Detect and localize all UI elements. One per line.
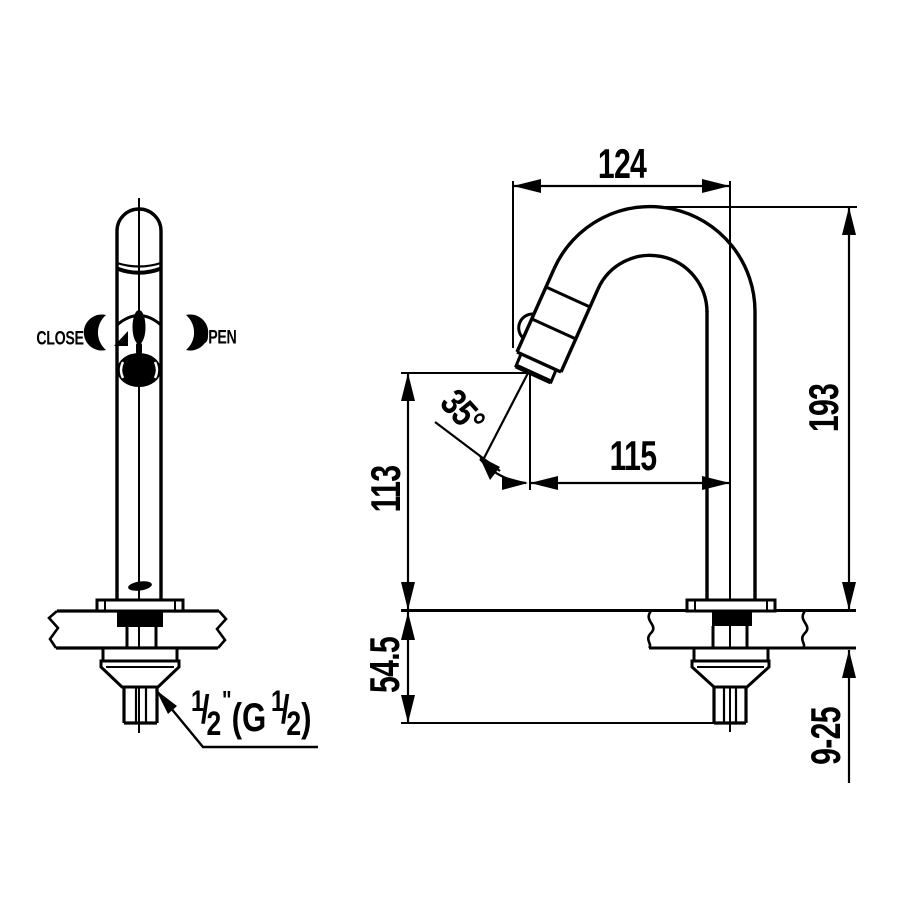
arrowhead bbox=[401, 612, 415, 640]
thread-denominator-2: 2 bbox=[286, 705, 302, 743]
dim-label-113: 113 bbox=[362, 465, 409, 513]
front-handle-knob bbox=[117, 353, 161, 387]
front-cap-joint-upper bbox=[116, 261, 162, 268]
front-indicator-triangle bbox=[114, 331, 128, 346]
close-label: CLOSE bbox=[36, 328, 84, 350]
arrowhead bbox=[702, 179, 730, 193]
nozzle-joint-1 bbox=[545, 285, 591, 309]
dim-label-124: 124 bbox=[597, 140, 647, 187]
nozzle-joint-2 bbox=[531, 317, 577, 341]
side-washer bbox=[692, 646, 770, 663]
front-gasket bbox=[117, 611, 163, 627]
arrowhead bbox=[842, 650, 856, 678]
front-body-outline bbox=[115, 207, 163, 600]
front-lever-stem bbox=[136, 343, 142, 354]
thread-numerator-1: 1 bbox=[191, 685, 205, 718]
nozzle-upper-edge bbox=[515, 268, 556, 353]
angle-leg-nozzle-axis bbox=[481, 372, 529, 463]
arrowhead bbox=[502, 476, 528, 490]
thread-slash-1: / bbox=[200, 688, 210, 732]
side-locknut bbox=[690, 659, 771, 689]
arrowhead bbox=[842, 207, 856, 235]
front-view bbox=[47, 198, 318, 749]
front-deck-break-left bbox=[47, 610, 60, 649]
thread-inch-mark: " bbox=[221, 685, 232, 715]
thread-numerator-2: 1 bbox=[270, 685, 284, 718]
front-locknut bbox=[99, 659, 181, 689]
arrowhead bbox=[479, 456, 500, 480]
thread-denominator-1: 2 bbox=[206, 705, 222, 743]
front-washer bbox=[101, 646, 179, 663]
dimension-lines bbox=[401, 179, 857, 783]
nozzle-outlet-edge bbox=[514, 363, 553, 385]
dim-label-193: 193 bbox=[800, 383, 847, 433]
dim-label-9-25: 9-25 bbox=[802, 707, 849, 765]
side-deck-break-left bbox=[646, 610, 655, 649]
side-base-flange bbox=[685, 598, 777, 613]
front-lever-slot bbox=[132, 310, 146, 344]
thread-group-open: (G bbox=[231, 696, 267, 740]
dim-label-54-5: 54.5 bbox=[361, 637, 408, 693]
arrowhead bbox=[842, 582, 856, 610]
rotate-open-arrow-icon bbox=[186, 314, 209, 351]
side-view bbox=[401, 181, 856, 732]
knob-highlight-right bbox=[153, 361, 159, 379]
nozzle-bump bbox=[517, 312, 535, 340]
arrowhead bbox=[401, 373, 415, 401]
brand-mark bbox=[128, 581, 152, 591]
front-cap-joint-lower bbox=[116, 266, 162, 275]
arrowhead bbox=[702, 476, 730, 490]
side-deck-break-right bbox=[800, 610, 809, 649]
gooseneck-inner-arc bbox=[596, 253, 709, 313]
nozzle-lower-edge bbox=[559, 288, 600, 373]
gooseneck-outer-arc bbox=[552, 204, 757, 313]
front-deck-break-right bbox=[215, 610, 228, 649]
dim-label-115: 115 bbox=[609, 432, 657, 479]
side-gasket bbox=[712, 611, 752, 626]
arrowhead bbox=[530, 476, 558, 490]
arrowhead bbox=[513, 179, 541, 193]
knob-highlight-left bbox=[119, 361, 125, 379]
rotate-close-arrow-icon bbox=[83, 314, 106, 351]
open-label: OPEN bbox=[197, 327, 237, 349]
arrowhead bbox=[401, 582, 415, 610]
thread-slash-2: / bbox=[280, 688, 290, 732]
thread-group-close: ) bbox=[301, 696, 312, 740]
thread-leader-arrowhead bbox=[156, 690, 177, 714]
front-base-flange bbox=[95, 598, 185, 613]
arrowhead bbox=[401, 695, 415, 723]
